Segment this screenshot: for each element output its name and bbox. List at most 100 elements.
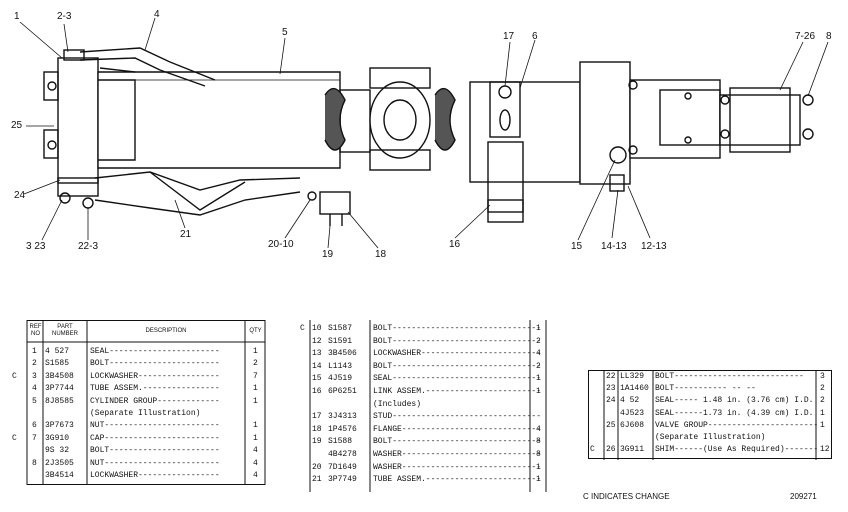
- cell-part: 4J519: [328, 374, 353, 384]
- cell-qty: 1: [253, 421, 258, 431]
- cell-ref: 2: [32, 359, 37, 369]
- lower-tube: [94, 171, 301, 216]
- flange-bolts: [307, 191, 351, 226]
- cell-ref: 23: [606, 384, 616, 394]
- cell-qty: 4: [253, 458, 258, 468]
- cell-desc: CYLINDER GROUP-------------: [90, 396, 220, 406]
- cell-qty: 4: [536, 424, 541, 434]
- table-row: C 26 3G911 SHIM------(Use As Required)-----…: [588, 445, 833, 455]
- head-assembly: [579, 61, 721, 192]
- cell-desc: BOLT----------- -- --: [655, 384, 756, 394]
- cell-part: 3J4313: [328, 412, 357, 422]
- cell-qty: 1: [253, 396, 258, 406]
- cell-desc: BOLT-------------------------------: [373, 361, 542, 371]
- callout-7-26: 7-26: [795, 31, 816, 42]
- cell-ref: 3: [32, 371, 37, 381]
- cell-ref: 26: [606, 445, 616, 455]
- cell-ref: 1: [32, 347, 37, 356]
- cell-c: C: [590, 445, 595, 455]
- cell-ref: 6: [32, 421, 37, 431]
- cell-ref: 16: [312, 387, 322, 396]
- cell-desc: BOLT-----------------------: [90, 359, 220, 369]
- cell-part: 2J3505: [45, 458, 74, 468]
- cell-qty: 8: [536, 450, 541, 459]
- cell-desc: LINK ASSEM.------------------------: [373, 387, 542, 396]
- cell-desc: (Separate Illustration): [655, 433, 766, 442]
- cell-ref: 24: [606, 396, 616, 406]
- callout-4: 4: [154, 9, 160, 20]
- table-row: (Includes): [298, 400, 548, 410]
- universal-joint: [324, 67, 456, 171]
- cell-desc: (Includes): [373, 399, 422, 409]
- cell-qty: 12: [820, 445, 830, 455]
- cell-ref: 25: [606, 420, 616, 430]
- callout-1: 1: [14, 11, 20, 22]
- cell-qty: 1: [253, 384, 258, 394]
- cell-ref: 14: [312, 361, 322, 371]
- cell-qty: 1: [820, 408, 825, 418]
- table-2-grid: [309, 320, 547, 492]
- cell-qty: 2: [536, 361, 541, 371]
- cell-ref: 17: [312, 412, 322, 422]
- cell-part: 9S 32: [45, 446, 70, 456]
- cell-part: 6J608: [620, 420, 645, 430]
- cell-qty: 1: [536, 324, 541, 333]
- header-part: PART NUMBER: [51, 324, 78, 337]
- cell-desc: SEAL------1.73 in. (4.39 cm) I.D.: [655, 408, 814, 418]
- callout-24: 24: [14, 190, 26, 201]
- cell-ref: 18: [312, 424, 322, 434]
- callout-20-10: 20-10: [268, 239, 294, 250]
- header-ref: REF NO: [29, 324, 42, 337]
- cell-desc: NUT------------------------: [90, 458, 220, 468]
- cell-part: 3G911: [620, 445, 645, 455]
- callout-2-3: 2-3: [57, 11, 72, 22]
- cell-part: LL329: [620, 372, 645, 381]
- cell-part: S1591: [328, 336, 353, 346]
- cell-part: 4B4278: [328, 450, 357, 459]
- cell-ref: 12: [312, 336, 322, 346]
- cell-desc: FLANGE-----------------------------: [373, 424, 542, 434]
- cell-c: C: [12, 371, 17, 381]
- cell-qty: 4: [536, 349, 541, 359]
- cell-qty: 1: [536, 387, 541, 396]
- cell-part: S1588: [328, 437, 353, 447]
- upper-tube: [79, 47, 216, 87]
- cell-part: 8J8585: [45, 396, 74, 406]
- cell-desc: SHIM------(Use As Required)-------: [655, 445, 819, 455]
- cell-part: 3B4514: [45, 471, 74, 480]
- cell-qty: 1: [253, 347, 258, 356]
- cell-desc: BOLT-----------------------: [90, 446, 220, 456]
- callout-8: 8: [826, 31, 832, 42]
- cell-part: 7D1649: [328, 462, 357, 472]
- cell-part: 3P7749: [328, 475, 357, 485]
- table-row: (Separate Illustration): [10, 409, 266, 419]
- cell-c: C: [12, 433, 17, 443]
- cell-part: 3P7744: [45, 384, 74, 394]
- cylinder-body: [97, 67, 341, 169]
- cell-part: 6P6251: [328, 387, 357, 396]
- callout-18: 18: [375, 249, 387, 260]
- cell-part: 4 527: [45, 347, 70, 356]
- callout-19: 19: [322, 249, 334, 260]
- cell-qty: 8: [536, 437, 541, 447]
- leader-lines: [19, 17, 829, 249]
- cell-part: L1143: [328, 361, 353, 371]
- cell-ref: 21: [312, 475, 322, 485]
- callout-16: 16: [449, 239, 461, 250]
